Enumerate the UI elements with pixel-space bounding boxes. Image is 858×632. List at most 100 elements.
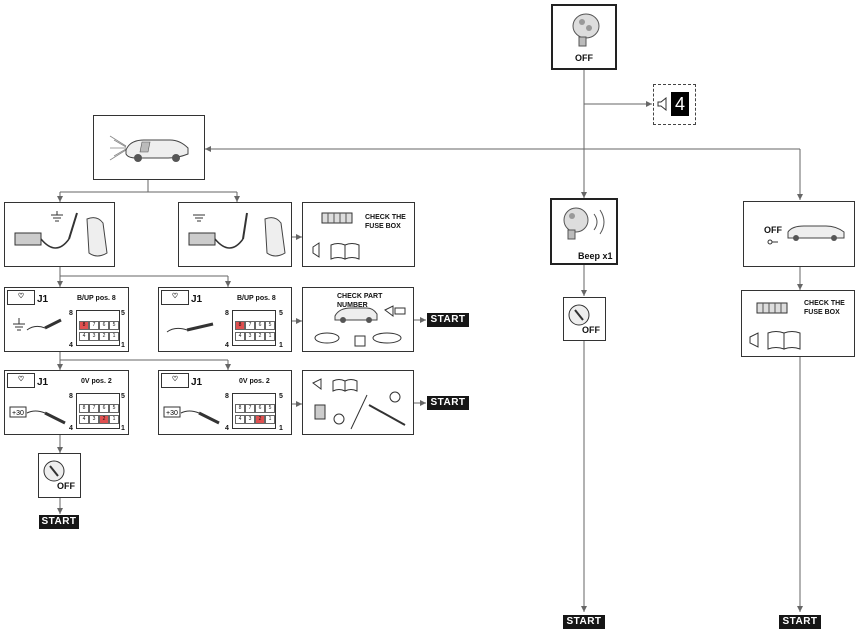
- key-tag-icon: ♡: [7, 290, 35, 305]
- pin-label-bl: 4: [225, 342, 229, 349]
- ignition-off-label-2: OFF: [582, 325, 600, 335]
- connector-diagram: 8 7 6 5 4 3 2 1: [232, 393, 276, 429]
- pin-1: 1: [109, 332, 119, 341]
- fuse-icon: [321, 212, 353, 224]
- pin-label-br: 1: [121, 425, 125, 432]
- ground-icon: [312, 378, 406, 430]
- beep-label: Beep x1: [578, 251, 613, 261]
- test-probe-icon: +30: [163, 406, 220, 425]
- pin-label-bl: 4: [69, 342, 73, 349]
- manual-book-icon: [312, 242, 360, 260]
- pin-3: 3: [245, 415, 255, 424]
- connector-diagram: 8 7 6 5 4 3 2 1: [232, 310, 276, 346]
- pin-5: 5: [109, 321, 119, 330]
- module-probe-icon-2: [188, 212, 286, 257]
- off-car-box: OFF: [743, 201, 855, 267]
- car-key-icon: [767, 225, 845, 245]
- speaker-icon: [657, 97, 667, 111]
- module-ground-test-box: [4, 202, 115, 267]
- pin-label-left: 8: [225, 393, 229, 400]
- start-button[interactable]: START: [779, 615, 821, 629]
- pin-4: 4: [235, 332, 245, 341]
- fuse-icon: [756, 302, 788, 314]
- step-badge: 4: [671, 92, 689, 116]
- pin-6: 6: [99, 321, 109, 330]
- module-probe-icon: [14, 211, 108, 257]
- test-probe-icon: +30: [9, 406, 66, 425]
- remote-off-label: OFF: [575, 53, 593, 63]
- key-fob-signal-icon: [563, 207, 605, 240]
- module-test-box: [178, 202, 292, 267]
- pin-8: 8: [79, 404, 89, 413]
- connector-diagram: 8 7 6 5 4 3 2 1: [76, 310, 120, 346]
- connector-block-2: ♡ J1 B/UP pos. 8 8 5 4 1 8 7 6 5 4 3 2 1: [158, 287, 292, 352]
- pin-label-left: 8: [69, 310, 73, 317]
- check-part-label: CHECK PART NUMBER: [337, 293, 383, 309]
- pin-5: 5: [265, 321, 275, 330]
- connector-diagram: 8 7 6 5 4 3 2 1: [76, 393, 120, 429]
- pin-label-right: 5: [121, 393, 125, 400]
- pin-2: 2: [99, 332, 109, 341]
- pin-label-br: 1: [279, 425, 283, 432]
- pin-label-right: 5: [279, 393, 283, 400]
- connector-title: 0V pos. 2: [81, 378, 112, 385]
- pin-label-br: 1: [121, 342, 125, 349]
- ignition-off-box-2: OFF: [563, 297, 606, 341]
- ignition-key-icon: [43, 460, 65, 482]
- pin-7: 7: [89, 404, 99, 413]
- pin-5: 5: [109, 404, 119, 413]
- pin-6: 6: [255, 404, 265, 413]
- connector-title: B/UP pos. 8: [237, 295, 276, 302]
- start-button[interactable]: START: [563, 615, 605, 629]
- pin-1: 1: [109, 415, 119, 424]
- pin-label-br: 1: [279, 342, 283, 349]
- svg-text:+30: +30: [12, 410, 24, 417]
- key-fob-icon: [572, 13, 600, 47]
- fuse-box-label-2: CHECK THE FUSE BOX: [804, 300, 845, 316]
- connector-title: 0V pos. 2: [239, 378, 270, 385]
- ignition-off-box: OFF: [38, 453, 81, 498]
- connector-j1-label: J1: [191, 377, 203, 388]
- step-badge-box: 4: [653, 84, 696, 125]
- manual-book-icon: [749, 331, 801, 350]
- pin-3: 3: [245, 332, 255, 341]
- pin-label-left: 8: [69, 393, 73, 400]
- pin-8: 8: [235, 404, 245, 413]
- part-check-icon: [314, 305, 406, 347]
- remote-off-box: OFF: [551, 4, 617, 70]
- pin-2: 2: [99, 415, 109, 424]
- pin-7: 7: [89, 321, 99, 330]
- fuse-box-check-box-2: CHECK THE FUSE BOX: [741, 290, 855, 357]
- pin-label-right: 5: [121, 310, 125, 317]
- connector-j1-label: J1: [191, 294, 203, 305]
- pin-7: 7: [245, 321, 255, 330]
- key-tag-icon: ♡: [161, 290, 189, 305]
- ignition-key-icon: [568, 304, 590, 326]
- ignition-off-label: OFF: [57, 481, 75, 491]
- fuse-box-check-box: CHECK THE FUSE BOX: [302, 202, 415, 267]
- connector-title: B/UP pos. 8: [77, 295, 116, 302]
- ground-check-box: [302, 370, 414, 435]
- beep-box: Beep x1: [550, 198, 618, 265]
- pin-label-bl: 4: [69, 425, 73, 432]
- pin-3: 3: [89, 415, 99, 424]
- connector-block-1: ♡ J1 B/UP pos. 8 8 5 4 1 8 7 6 5 4 3 2 1: [4, 287, 129, 352]
- off-car-label: OFF: [764, 225, 782, 235]
- check-part-number-box: CHECK PART NUMBER: [302, 287, 414, 352]
- pin-2: 2: [255, 332, 265, 341]
- connector-j1-label: J1: [37, 294, 49, 305]
- pin-8: 8: [79, 321, 89, 330]
- key-tag-icon: ♡: [7, 373, 35, 388]
- connector-block-4: ♡ J1 0V pos. 2 8 5 4 1 8 7 6 5 4 3 2 1 +…: [158, 370, 292, 435]
- start-button[interactable]: START: [427, 313, 469, 327]
- start-button[interactable]: START: [427, 396, 469, 410]
- pin-4: 4: [79, 332, 89, 341]
- start-button[interactable]: START: [39, 515, 79, 529]
- pin-7: 7: [245, 404, 255, 413]
- key-tag-icon: ♡: [161, 373, 189, 388]
- car-lights-icon: [109, 135, 189, 162]
- pin-6: 6: [255, 321, 265, 330]
- pin-label-right: 5: [279, 310, 283, 317]
- fuse-box-label: CHECK THE FUSE BOX: [365, 214, 406, 230]
- test-probe-icon: [13, 318, 62, 331]
